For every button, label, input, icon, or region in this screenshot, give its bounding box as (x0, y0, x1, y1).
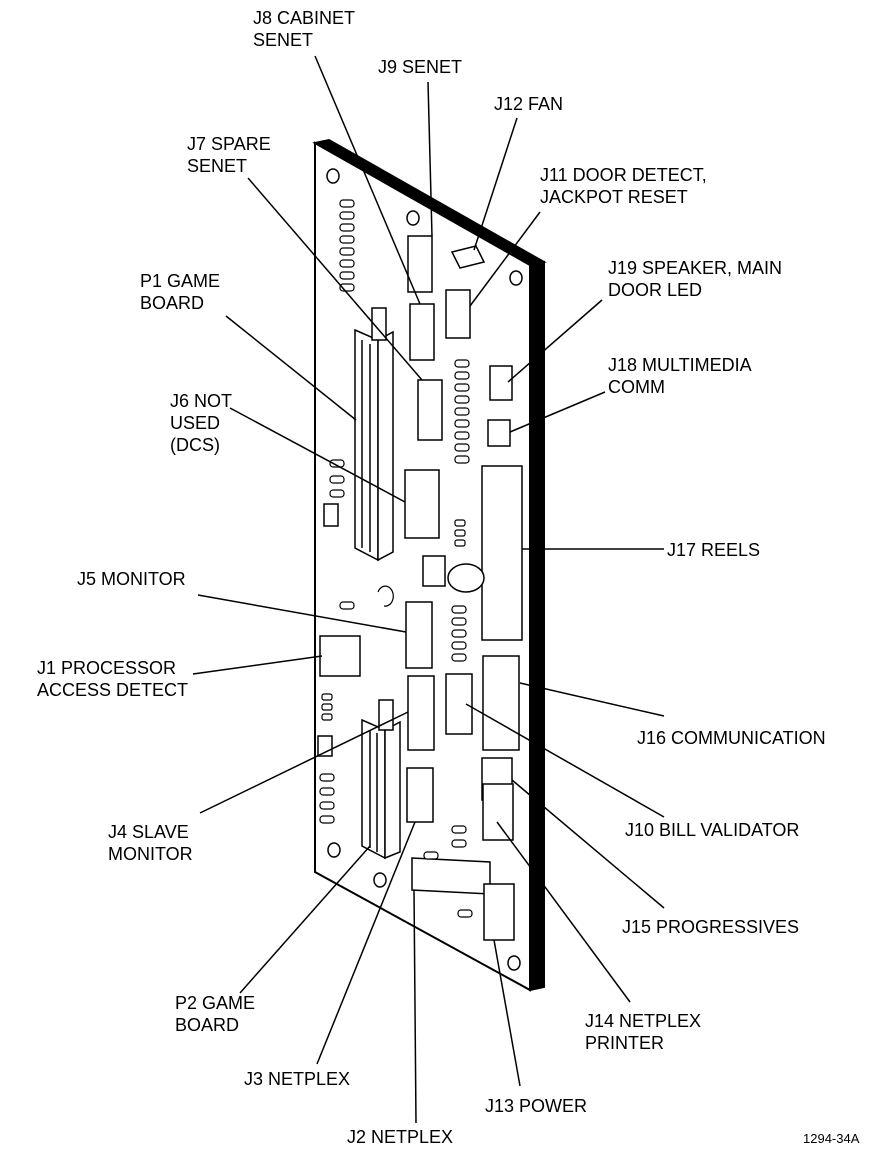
component-rows (319, 199, 473, 918)
j18-connector (487, 419, 511, 447)
dip-switch-1 (323, 503, 339, 527)
j12-connector (450, 245, 486, 269)
j3-connector (406, 767, 434, 823)
label-j5: J5 MONITOR (77, 569, 186, 589)
j13-connector (483, 883, 515, 941)
j4-connector (407, 675, 435, 751)
label-j15: J15 PROGRESSIVES (622, 917, 799, 937)
label-j13: J13 POWER (485, 1096, 587, 1116)
small-chip (422, 555, 446, 587)
p2-connector (361, 699, 401, 860)
p1-connector (354, 307, 394, 562)
leader-lines (192, 55, 665, 1124)
j7-connector (417, 379, 443, 441)
figure-id: 1294-34A (803, 1131, 860, 1146)
label-j17: J17 REELS (667, 540, 760, 560)
mounting-holes (326, 168, 523, 971)
label-j16: J16 COMMUNICATION (637, 728, 826, 748)
label-j10: J10 BILL VALIDATOR (625, 820, 799, 840)
j16-connector (482, 655, 520, 751)
j8-connector (409, 303, 435, 361)
j2-connector (411, 857, 491, 895)
j1-connector (319, 635, 361, 677)
j10-connector (445, 673, 473, 735)
j5-connector (405, 601, 433, 669)
label-j9: J9 SENET (378, 57, 462, 77)
j9-connector (407, 235, 433, 293)
j14-connector (482, 783, 514, 841)
label-j11: J11 DOOR DETECT,JACKPOT RESET (540, 165, 707, 207)
j17-connector (481, 465, 523, 641)
label-j12: J12 FAN (494, 94, 563, 114)
capacitor (447, 563, 485, 593)
board-connectors (317, 235, 523, 941)
j11-connector (445, 289, 471, 339)
j6-connector (404, 469, 440, 539)
label-j2: J2 NETPLEX (347, 1127, 453, 1147)
label-j3: J3 NETPLEX (244, 1069, 350, 1089)
j19-connector (489, 365, 513, 401)
